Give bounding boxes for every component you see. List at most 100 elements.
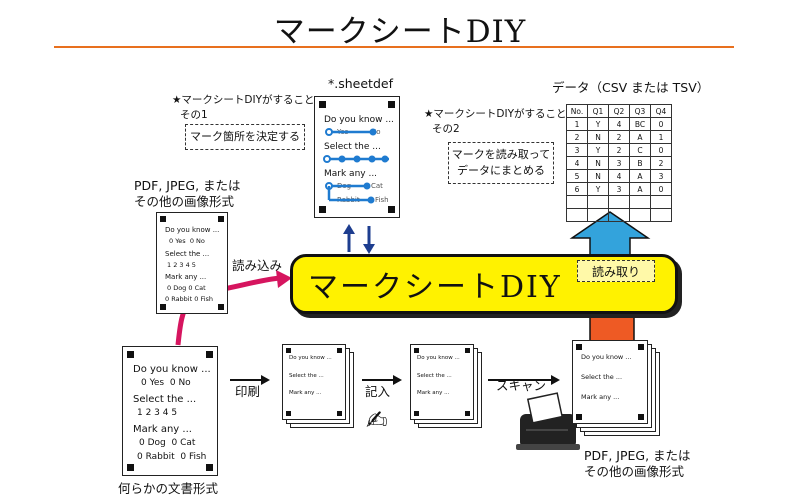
pdf-top-q1: Do you know ... [165, 226, 220, 234]
pdf-label-top-line1: PDF, JPEG, または [134, 178, 241, 193]
writing-hand-icon: ✍ [366, 406, 388, 436]
note-2-box-line1: マークを読み取って [451, 148, 551, 161]
filled-q1: Do you know ... [417, 355, 460, 361]
note-2-box-line2: データにまとめる [457, 164, 545, 177]
pdf-top-q3: Mark any ... [165, 273, 207, 281]
doc-q1: Do you know ... [133, 364, 211, 375]
note-2-box: マークを読み取って データにまとめる [448, 142, 554, 184]
page-title: マークシートDIY [273, 14, 527, 50]
corner-mark [206, 351, 213, 358]
fill-label: 記入 [365, 384, 391, 399]
sheetdef-label: *.sheetdef [328, 76, 393, 91]
corner-mark [127, 351, 134, 358]
magenta-arrowhead [276, 270, 292, 288]
table-cell [650, 208, 672, 222]
corner-mark [414, 348, 419, 353]
note-1-line2: その1 [180, 109, 208, 121]
corner-mark [638, 414, 644, 420]
scanned-sheet-front: Do you know ... Select the ... Mark any … [572, 340, 648, 424]
note-1-line1: ★マークシートDIYがすること [172, 94, 315, 106]
corner-mark [127, 464, 134, 471]
scanned-q3: Mark any ... [581, 393, 620, 401]
corner-mark [218, 304, 224, 310]
read-label: 読み取り [591, 264, 640, 279]
doc-q3-opts-a: 0 Dog 0 Cat [139, 438, 196, 448]
doc-format-label: 何らかの文書形式 [118, 481, 219, 496]
doc-q1-opts: 0 Yes 0 No [141, 378, 191, 388]
corner-mark [465, 348, 470, 353]
note-2-line1: ★マークシートDIYがすること [424, 108, 567, 120]
corner-mark [286, 348, 291, 353]
pdf-label-bottom-line1: PDF, JPEG, または [584, 448, 691, 463]
corner-mark [218, 216, 224, 222]
pdf-top-q2: Select the ... [165, 250, 210, 258]
corner-mark [160, 304, 166, 310]
printed-sheet-front: Do you know ... Select the ... Mark any … [282, 344, 346, 420]
arrow-fill-head [393, 375, 402, 385]
corner-mark [414, 411, 419, 416]
note-1-box-text: マーク箇所を決定する [190, 130, 300, 143]
corner-mark [286, 411, 291, 416]
pdf-label-top-line2: その他の画像形式 [134, 194, 235, 209]
corner-mark [337, 411, 342, 416]
pdf-top-q1-opts: 0 Yes 0 No [169, 237, 205, 245]
corner-mark [576, 344, 582, 350]
corner-mark [206, 464, 213, 471]
corner-mark [576, 414, 582, 420]
table-row [566, 208, 672, 222]
arrow-print-head [261, 375, 270, 385]
filled-sheet-front: Do you know ... Select the ... Mark any … [410, 344, 474, 420]
banner-title: マークシートDIY [308, 270, 562, 305]
doc-q2: Select the ... [133, 394, 197, 405]
corner-mark [337, 348, 342, 353]
note-1-box: マーク箇所を決定する [185, 124, 305, 150]
corner-mark [319, 206, 326, 213]
pdf-top-q3-opts-a: 0 Dog 0 Cat [167, 284, 206, 292]
pdf-top-q3-opts-b: 0 Rabbit 0 Fish [165, 295, 214, 303]
printed-q1: Do you know ... [289, 355, 332, 361]
data-output-label: データ（CSV または TSV） [552, 80, 710, 95]
filled-q2: Select the ... [417, 373, 452, 379]
scan-label: スキャン [496, 378, 547, 393]
corner-mark [160, 216, 166, 222]
sheetdef-mark-lines [323, 128, 389, 204]
printed-q3: Mark any ... [289, 390, 322, 396]
arrow-scan-head [551, 375, 560, 385]
corner-mark [465, 411, 470, 416]
sheetdef-q3-cat: Cat [371, 182, 383, 190]
scanned-q1: Do you know ... [581, 353, 632, 361]
pdf-sheet-top: Do you know ... 0 Yes 0 No Select the ..… [156, 212, 228, 314]
note-2-line2: その2 [432, 123, 460, 135]
sheetdef-q1: Do you know ... [324, 115, 394, 125]
corner-mark [638, 344, 644, 350]
sheetdef-q2: Select the ... [324, 142, 381, 152]
up-arrowhead [343, 224, 355, 234]
sheetdef-q3: Mark any ... [324, 169, 378, 179]
down-arrowhead [363, 244, 375, 254]
corner-mark [319, 101, 326, 108]
read-label-box: 読み取り [577, 260, 655, 282]
sheetdef-sheet: Do you know ... Select the ... Mark any … [314, 96, 400, 218]
doc-q2-opts: 1 2 3 4 5 [137, 408, 178, 418]
pdf-top-q2-opts: 1 2 3 4 5 [167, 261, 196, 269]
load-label: 読み込み [232, 258, 283, 273]
filled-q3: Mark any ... [417, 390, 450, 396]
corner-mark [388, 206, 395, 213]
printed-q2: Select the ... [289, 373, 324, 379]
corner-mark [388, 101, 395, 108]
doc-q3-opts-b: 0 Rabbit 0 Fish [137, 452, 207, 462]
print-label: 印刷 [235, 384, 261, 399]
doc-q3: Mark any ... [133, 424, 192, 435]
original-document-sheet: Do you know ... 0 Yes 0 No Select the ..… [122, 346, 218, 476]
sheetdef-q3-fish: Fish [375, 196, 389, 204]
pdf-label-bottom-line2: その他の画像形式 [584, 464, 685, 479]
title-divider [54, 46, 734, 48]
scanned-q2: Select the ... [581, 373, 623, 381]
